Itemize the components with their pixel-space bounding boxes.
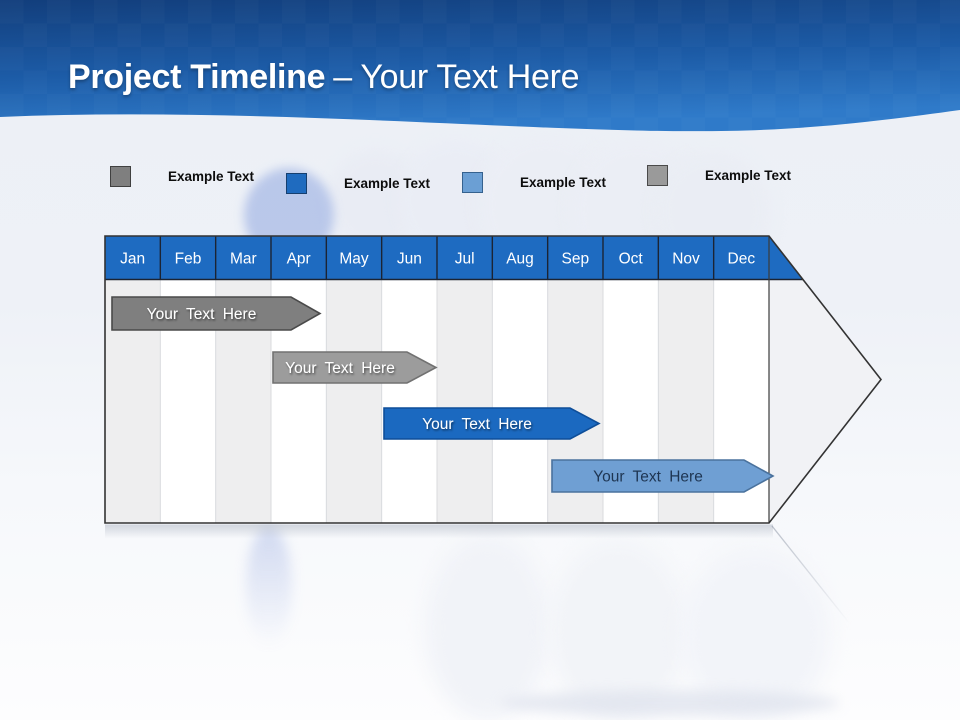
figure-body [425,535,550,720]
month-header-label: Sep [562,251,590,268]
legend-item: Example Text [647,165,791,186]
gantt-bar-label: Your Text Here [422,416,532,433]
timeline-arrow-outline [104,235,883,524]
month-header-label: Aug [506,251,534,268]
legend-swatch [647,165,668,186]
legend-label: Example Text [344,176,431,191]
slide-title: Project Timeline– Your Text Here [68,58,580,97]
legend-label: Example Text [705,168,792,183]
legend-item: Example Text [286,173,430,194]
legend-item: Example Text [462,172,606,193]
figure-legs-blue [246,526,292,648]
month-header-label: Jul [455,251,475,268]
gantt-bar-label: Your Text Here [285,360,395,377]
month-column [381,279,437,523]
month-header-label: Apr [287,251,311,268]
legend-swatch [462,172,483,193]
legend-swatch [110,166,131,187]
month-header-label: Nov [672,251,700,268]
month-header-label: Mar [230,251,257,268]
table-reflection [105,524,773,539]
legend-item: Example Text [110,166,254,187]
month-header-label: Jan [120,251,145,268]
slide-title-secondary: – Your Text Here [333,58,580,96]
gantt-bar [111,296,322,331]
gantt-bar [383,407,601,440]
header-band-shape [0,0,960,132]
month-header-label: Oct [619,251,644,268]
gantt-bar-label: Your Text Here [593,469,703,486]
month-header-label: Feb [175,251,202,268]
gantt-bar-label: Your Text Here [147,306,257,323]
month-column [326,279,382,523]
month-column [436,279,493,523]
figure-floor-shadow [500,690,840,716]
legend-swatch [286,173,307,194]
month-header-label: Jun [397,251,422,268]
month-header-label: May [339,251,369,268]
month-column [492,279,548,523]
gantt-bar [272,351,438,384]
header-band: Project Timeline– Your Text Here [0,0,960,150]
month-header-label: Dec [728,251,756,268]
slide-title-primary: Project Timeline [68,58,326,96]
legend-label: Example Text [520,175,607,190]
legend-label: Example Text [168,169,255,184]
gantt-bar [551,459,775,493]
arrow-tip-reflection [771,525,851,625]
